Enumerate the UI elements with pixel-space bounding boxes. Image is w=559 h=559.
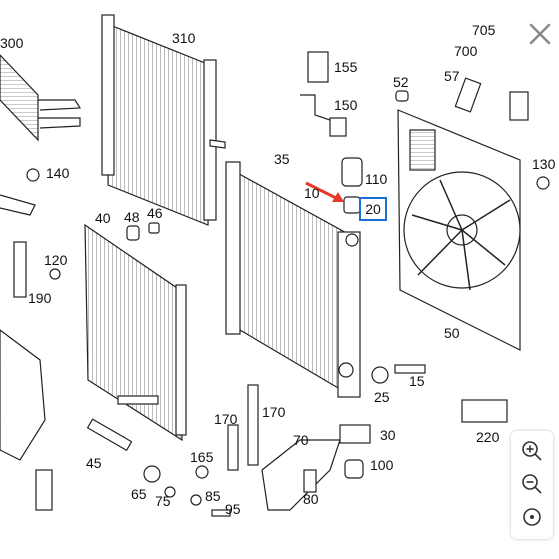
part-300-oil-cooler bbox=[0, 54, 82, 142]
zoom-controls bbox=[511, 431, 553, 539]
red-arrow bbox=[305, 181, 344, 202]
label-155[interactable]: 155 bbox=[334, 59, 358, 75]
zoom-out-button[interactable] bbox=[520, 472, 544, 496]
label-140[interactable]: 140 bbox=[46, 165, 70, 181]
zoom-in-button[interactable] bbox=[520, 439, 544, 463]
label-75[interactable]: 75 bbox=[155, 493, 171, 509]
label-35[interactable]: 35 bbox=[274, 151, 290, 167]
label-46[interactable]: 46 bbox=[147, 205, 163, 221]
part-50-fan-assembly bbox=[397, 109, 521, 351]
reset-view-icon bbox=[523, 508, 541, 526]
label-45[interactable]: 45 bbox=[86, 455, 102, 471]
label-70[interactable]: 70 bbox=[293, 432, 309, 448]
part-310-radiator bbox=[101, 14, 226, 226]
label-80[interactable]: 80 bbox=[303, 491, 319, 507]
zoom-out-icon bbox=[522, 474, 542, 494]
close-button[interactable] bbox=[527, 21, 553, 47]
label-85[interactable]: 85 bbox=[205, 488, 221, 504]
label-120[interactable]: 120 bbox=[44, 252, 68, 268]
label-110[interactable]: 110 bbox=[365, 171, 388, 187]
label-700[interactable]: 700 bbox=[454, 43, 478, 59]
label-310[interactable]: 310 bbox=[172, 30, 196, 46]
label-705[interactable]: 705 bbox=[472, 22, 496, 38]
label-57[interactable]: 57 bbox=[444, 68, 460, 84]
label-190[interactable]: 190 bbox=[28, 290, 52, 306]
label-30[interactable]: 30 bbox=[380, 427, 396, 443]
label-65[interactable]: 65 bbox=[131, 486, 147, 502]
reset-view-button[interactable] bbox=[520, 505, 544, 529]
label-170-b[interactable]: 170 bbox=[262, 404, 286, 420]
close-icon bbox=[529, 23, 551, 45]
label-40[interactable]: 40 bbox=[95, 210, 111, 226]
highlighted-part-label[interactable]: 20 bbox=[359, 197, 387, 221]
label-220[interactable]: 220 bbox=[476, 429, 500, 445]
label-150[interactable]: 150 bbox=[334, 97, 358, 113]
label-15[interactable]: 15 bbox=[409, 373, 425, 389]
label-100[interactable]: 100 bbox=[370, 457, 394, 473]
part-40-condenser bbox=[84, 223, 187, 442]
label-25[interactable]: 25 bbox=[374, 389, 390, 405]
part-10-main-radiator bbox=[225, 161, 361, 398]
label-52[interactable]: 52 bbox=[393, 74, 409, 90]
label-300[interactable]: 300 bbox=[0, 35, 24, 51]
zoom-in-icon bbox=[522, 441, 542, 461]
label-48[interactable]: 48 bbox=[124, 209, 140, 225]
label-165[interactable]: 165 bbox=[190, 449, 214, 465]
small-parts bbox=[0, 51, 550, 517]
label-95[interactable]: 95 bbox=[225, 501, 241, 517]
label-10[interactable]: 10 bbox=[304, 185, 320, 201]
label-170-a[interactable]: 170 bbox=[214, 411, 238, 427]
label-130[interactable]: 130 bbox=[532, 156, 556, 172]
label-50[interactable]: 50 bbox=[444, 325, 460, 341]
